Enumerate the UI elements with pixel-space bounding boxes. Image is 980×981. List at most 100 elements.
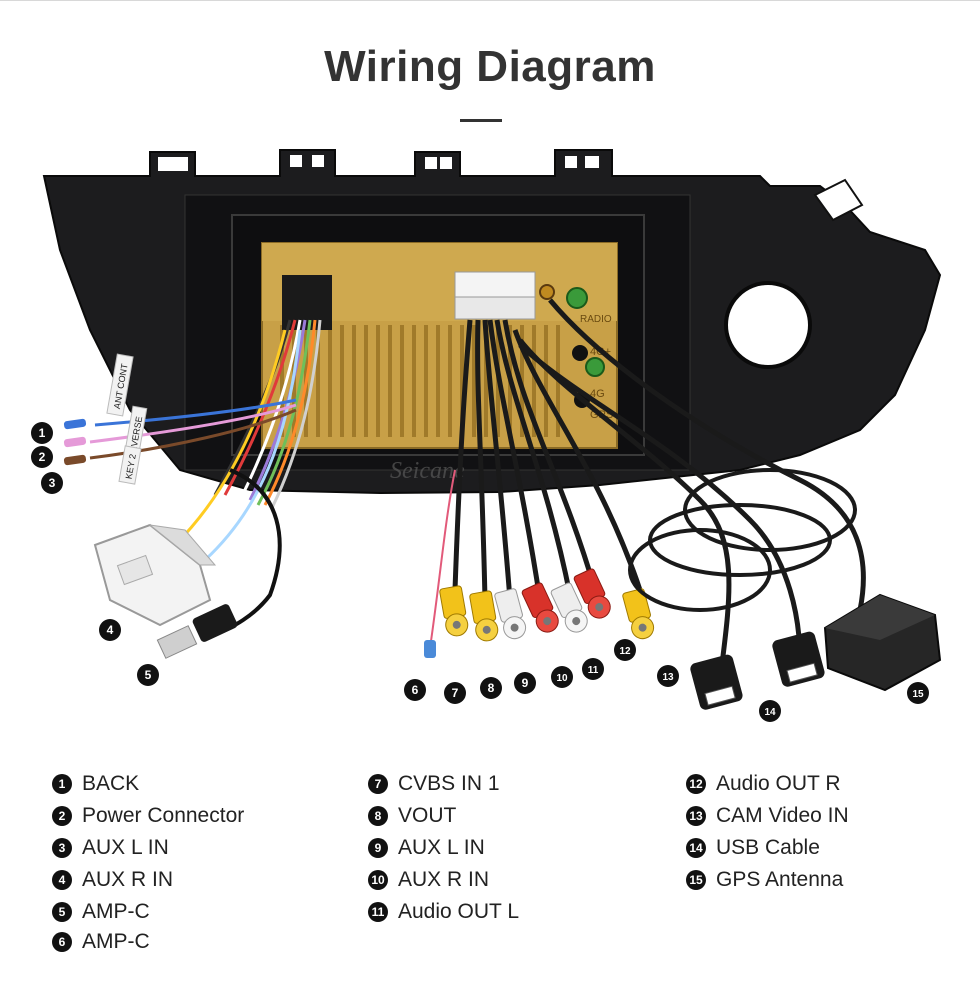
svg-text:14: 14 xyxy=(764,707,776,718)
callout-14: 14 xyxy=(759,700,781,722)
frame-hole xyxy=(724,281,812,369)
legend-item: 9 AUX L IN xyxy=(368,832,519,864)
legend-badge: 13 xyxy=(686,806,706,826)
antenna-jack xyxy=(539,284,555,300)
usb-socket xyxy=(772,631,825,687)
legend-label: Audio OUT L xyxy=(398,900,520,923)
top-divider xyxy=(0,0,980,1)
legend-label: CVBS IN 1 xyxy=(398,772,500,795)
svg-text:10: 10 xyxy=(556,673,568,684)
legend-badge: 6 xyxy=(52,931,72,952)
legend-item: 13 CAM Video IN xyxy=(686,800,849,832)
power-connector-plug xyxy=(93,523,217,627)
power-harness-wires xyxy=(89,319,322,632)
legend-badge: 2 xyxy=(52,806,72,826)
coiled-cable xyxy=(628,468,857,612)
callout-5: 5 xyxy=(137,664,159,686)
gps-antenna xyxy=(823,593,942,692)
legend-item: 6 AMP-C xyxy=(52,928,244,955)
callout-11: 11 xyxy=(582,658,604,680)
rca-plug-red xyxy=(521,582,559,633)
legend-label: AMP-C xyxy=(82,929,150,953)
frame-slot xyxy=(565,156,577,168)
legend-label: Power Connector xyxy=(82,804,245,827)
legend-column-1: 1 BACK 2 Power Connector 3 AUX L IN 4 AUX R … xyxy=(52,768,244,955)
callout-2: 2 xyxy=(31,446,53,468)
frame-slot xyxy=(425,157,437,169)
legend-badge: 3 xyxy=(52,838,72,858)
rca-plug-white xyxy=(550,582,588,633)
rca-plugs xyxy=(439,568,655,642)
frame-clip xyxy=(813,178,864,222)
usb-socket xyxy=(690,654,743,710)
frame-slot xyxy=(440,157,452,169)
wire-tag-key2: KEY 2 xyxy=(124,453,138,480)
svg-text:8: 8 xyxy=(488,681,495,695)
legend-label: AUX R IN xyxy=(82,868,174,891)
svg-text:6: 6 xyxy=(412,683,419,697)
4g-port-label: 4G xyxy=(590,388,605,400)
legend-item: 7 CVBS IN 1 xyxy=(368,768,519,800)
svg-text:7: 7 xyxy=(452,686,459,700)
legend-badge: 1 xyxy=(52,774,72,794)
legend-badge: 14 xyxy=(686,838,706,858)
callout-6: 6 xyxy=(404,679,426,701)
callout-15: 15 xyxy=(907,682,929,704)
wiring-figure: RADIO 4G+ 4G GPS Seicane ANT CONT REVERS… xyxy=(31,149,942,722)
legend-item: 3 AUX L IN xyxy=(52,832,244,864)
callout-9: 9 xyxy=(514,672,536,694)
connector-block xyxy=(454,296,536,320)
legend-label: USB Cable xyxy=(716,836,820,859)
4g-port xyxy=(585,357,605,377)
frame-slot xyxy=(290,155,302,167)
radio-port-label: RADIO xyxy=(580,314,612,325)
legend-badge: 7 xyxy=(368,774,388,794)
callout-12: 12 xyxy=(614,639,636,661)
svg-text:11: 11 xyxy=(588,665,599,676)
legend-label: AUX R IN xyxy=(398,868,490,891)
svg-text:5: 5 xyxy=(145,668,152,682)
legend-badge: 4 xyxy=(52,870,72,890)
legend-badge: 5 xyxy=(52,902,72,922)
legend-item: 14 USB Cable xyxy=(686,832,849,864)
legend-label: CAM Video IN xyxy=(716,804,849,827)
callout-4: 4 xyxy=(99,619,121,641)
legend-label: GPS Antenna xyxy=(716,868,844,891)
svg-text:3: 3 xyxy=(49,476,56,490)
callout-3: 3 xyxy=(41,472,63,494)
callout-10: 10 xyxy=(551,666,573,688)
rca-plug-yellow xyxy=(622,588,655,640)
svg-text:4: 4 xyxy=(107,623,114,637)
callout-1: 1 xyxy=(31,422,53,444)
legend-item: 5 AMP-C xyxy=(52,896,244,928)
frame-slot xyxy=(312,155,324,167)
callout-8: 8 xyxy=(480,677,502,699)
legend: 1 BACK 2 Power Connector 3 AUX L IN 4 AUX R … xyxy=(0,760,980,970)
callout-13: 13 xyxy=(657,665,679,687)
wire-tag-group: ANT CONT REVERSE KEY 2 xyxy=(106,353,148,485)
legend-item: 4 AUX R IN xyxy=(52,864,244,896)
svg-text:2: 2 xyxy=(39,450,46,464)
svg-text:13: 13 xyxy=(662,672,674,683)
legend-badge: 12 xyxy=(686,774,706,794)
wire-tips xyxy=(63,418,87,466)
head-unit-chassis: RADIO 4G+ 4G GPS xyxy=(261,242,618,449)
thin-wire xyxy=(429,469,456,649)
legend-item: 1 BACK xyxy=(52,768,244,800)
rca-plug-yellow xyxy=(439,585,469,637)
title-underline xyxy=(460,119,502,122)
rca-plug-white xyxy=(494,588,527,640)
legend-label: BACK xyxy=(82,772,140,795)
legend-label: AMP-C xyxy=(82,900,150,923)
legend-label: AUX L IN xyxy=(82,836,169,859)
radio-antenna-port xyxy=(566,287,588,309)
legend-badge: 9 xyxy=(368,838,388,858)
4g-port-top xyxy=(572,345,588,361)
legend-label: AUX L IN xyxy=(398,836,485,859)
svg-text:9: 9 xyxy=(522,676,529,690)
callout-7: 7 xyxy=(444,682,466,704)
svg-text:15: 15 xyxy=(912,689,924,700)
